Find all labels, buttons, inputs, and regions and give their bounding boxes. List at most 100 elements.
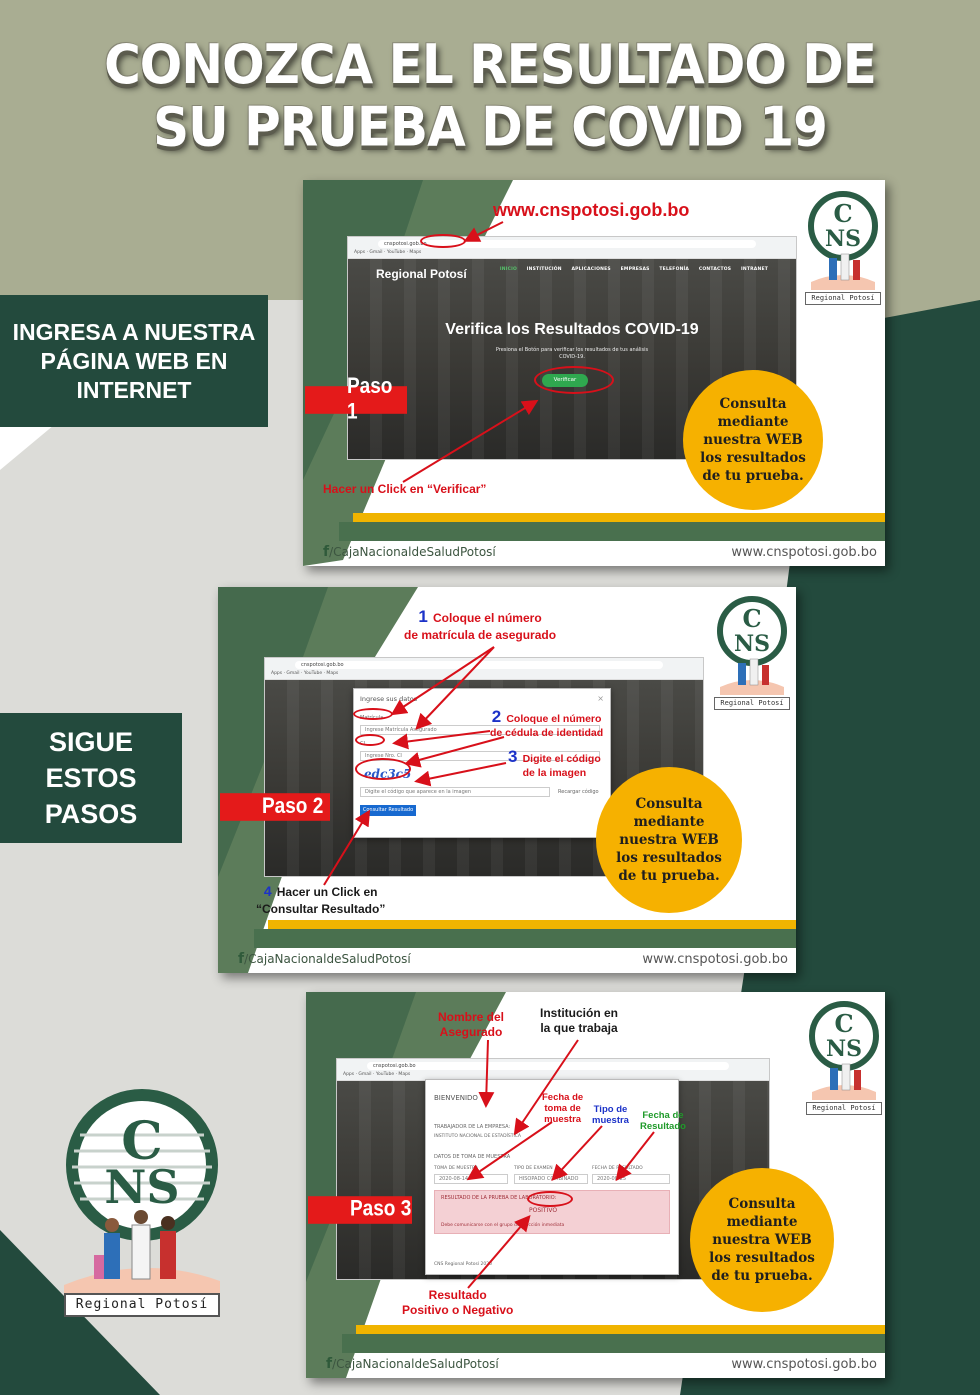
- hero-title: Verifica los Resultados COVID-19: [445, 321, 699, 338]
- side-label-web-line: INTERNET: [76, 376, 192, 403]
- empresa-value: INSTITUTO NACIONAL DE ESTADÍSTICA: [434, 1134, 522, 1139]
- site-nav: Regional Potosí INICIO INSTITUCIÓN APLIC…: [348, 259, 796, 281]
- note-text: Coloque el número: [432, 611, 542, 625]
- step3-label-text: Paso 3: [350, 1197, 412, 1222]
- note-tipo: Tipo de muestra: [592, 1104, 629, 1126]
- browser-toolbar: cnspotosi.gob.bo Apps · Gmail · YouTube …: [337, 1059, 769, 1081]
- callout-text: Consulta mediante nuestra WEB los result…: [616, 796, 722, 884]
- website-link[interactable]: www.cnspotosi.gob.bo: [731, 1357, 877, 1372]
- trabajador-label: TRABAJADOR DE LA EMPRESA:: [434, 1124, 511, 1130]
- bookmarks-bar: Apps · Gmail · YouTube · Maps: [343, 1072, 411, 1077]
- step2-label: Paso 2: [220, 793, 330, 821]
- click-note: Hacer un Click en “Verificar”: [323, 482, 487, 496]
- bookmarks-bar: Apps · Gmail · YouTube · Maps: [271, 671, 339, 676]
- footer-bar: [342, 1334, 885, 1353]
- side-label-steps: SIGUE ESTOS PASOS: [0, 713, 182, 843]
- highlight-oval: [355, 734, 385, 746]
- step2-label-text: Paso 2: [262, 794, 324, 819]
- side-label-web-line: INGRESA A NUESTRA: [12, 318, 256, 345]
- cns-logo-region: Regional Potosí: [806, 1102, 882, 1115]
- highlight-oval: [353, 708, 393, 720]
- facebook-text: /CajaNacionaldeSaludPotosí: [329, 545, 496, 559]
- hero-subtitle: Presiona el Botón para verificar los res…: [495, 347, 649, 360]
- callout-text: Consulta mediante nuestra WEB los result…: [700, 396, 806, 484]
- facebook-icon: f: [238, 951, 245, 967]
- side-label-steps-line: PASOS: [44, 799, 138, 829]
- menu-item-inicio[interactable]: INICIO: [499, 267, 517, 272]
- site-brand: Regional Potosí: [376, 267, 467, 281]
- cns-logo: C NS Regional Potosí: [805, 190, 881, 305]
- menu-item-intranet[interactable]: INTRANET: [741, 267, 768, 272]
- facebook-link[interactable]: f/CajaNacionaldeSaludPotosí: [326, 1356, 499, 1372]
- side-label-steps-line: SIGUE: [48, 727, 134, 757]
- address-bar[interactable]: cnspotosi.gob.bo: [367, 1062, 729, 1070]
- svg-text:C: C: [833, 199, 852, 228]
- facebook-link[interactable]: f/CajaNacionaldeSaludPotosí: [323, 544, 496, 560]
- note-text: Hacer un Click en: [276, 885, 378, 899]
- bienvenido-label: BIENVENIDO: [434, 1094, 478, 1102]
- cns-logo-icon: C NS: [717, 596, 787, 695]
- note-text: muestra: [544, 1114, 582, 1125]
- facebook-link[interactable]: f/CajaNacionaldeSaludPotosí: [238, 951, 411, 967]
- note-text: de la imagen: [522, 767, 587, 779]
- note-codigo: 3 Digite el código de la imagen: [508, 748, 601, 779]
- cns-logo-icon: C NS: [808, 191, 878, 290]
- side-label-web-line: PÁGINA WEB EN: [40, 347, 228, 374]
- cns-logo: C NS Regional Potosí: [806, 1000, 882, 1115]
- note-matricula: 1 Coloque el número de matrícula de aseg…: [404, 608, 557, 643]
- step1-label-text: Paso 1: [347, 374, 393, 425]
- website-link[interactable]: www.cnspotosi.gob.bo: [731, 545, 877, 560]
- tipo-value: HISOPADO COMBINADO: [514, 1174, 588, 1184]
- note-text: toma de: [544, 1103, 581, 1114]
- note-text: Resultado: [640, 1121, 686, 1132]
- captcha-input[interactable]: Digite el código que aparece en la image…: [360, 787, 550, 797]
- main-logo-region: Regional Potosí: [64, 1293, 220, 1317]
- facebook-text: /CajaNacionaldeSaludPotosí: [332, 1357, 499, 1371]
- address-bar[interactable]: cnspotosi.gob.bo: [295, 661, 663, 669]
- step3-slide: cnspotosi.gob.bo Apps · Gmail · YouTube …: [306, 992, 885, 1378]
- note-resultado: Resultado Positivo o Negativo: [402, 1288, 513, 1318]
- col-tipo: TIPO DE EXAMEN: [514, 1166, 553, 1171]
- note-text: Tipo de: [593, 1104, 628, 1115]
- note-text: Fecha de: [542, 1092, 584, 1103]
- reload-captcha-button[interactable]: Recargar código: [558, 789, 599, 795]
- poster-title: CONOZCA EL RESULTADO DE SU PRUEBA DE COV…: [0, 33, 980, 158]
- footer-bar: [268, 920, 796, 929]
- aviso-text: Debe comunicarse con el grupo de reacció…: [441, 1223, 565, 1228]
- address-bar[interactable]: cnspotosi.gob.bo: [378, 240, 756, 248]
- note-consultar: 4 Hacer un Click en “Consultar Resultado…: [256, 883, 385, 917]
- browser-toolbar: cnspotosi.gob.bo Apps · Gmail · YouTube …: [265, 658, 703, 680]
- highlight-oval: [355, 758, 411, 780]
- svg-text:NS: NS: [734, 631, 770, 657]
- side-label-steps-line: ESTOS: [45, 763, 137, 793]
- consultar-resultado-button[interactable]: Consultar Resultado: [360, 805, 416, 816]
- svg-text:NS: NS: [825, 226, 861, 252]
- note-text: Nombre del: [438, 1010, 505, 1024]
- facebook-text: /CajaNacionaldeSaludPotosí: [244, 952, 411, 966]
- menu-item-contactos[interactable]: CONTACTOS: [698, 267, 732, 272]
- step2-slide: cnspotosi.gob.bo Apps · Gmail · YouTube …: [218, 587, 796, 973]
- resultado-label: RESULTADO DE LA PRUEBA DE LABORATORIO:: [441, 1195, 557, 1201]
- svg-text:C: C: [834, 1009, 853, 1038]
- note-text: Fecha de: [642, 1110, 684, 1121]
- note-fecha-toma: Fecha de toma de muestra: [542, 1092, 583, 1125]
- cns-logo-icon: C NS: [809, 1001, 879, 1100]
- website-link[interactable]: www.cnspotosi.gob.bo: [642, 952, 788, 967]
- menu-item-empresas[interactable]: EMPRESAS: [620, 267, 650, 272]
- menu-item-telefonia[interactable]: TELEFONÍA: [659, 267, 690, 272]
- note-text: Coloque el número: [506, 713, 602, 725]
- note-number: 2: [491, 707, 502, 726]
- col-fecha: FECHA DE RESULTADO: [592, 1166, 643, 1171]
- facebook-icon: f: [326, 1356, 333, 1372]
- info-callout: Consulta mediante nuestra WEB los result…: [690, 1168, 834, 1312]
- modal-close-icon[interactable]: ×: [597, 694, 604, 703]
- note-text: de matrícula de asegurado: [404, 628, 557, 642]
- menu-item-institucion[interactable]: INSTITUCIÓN: [526, 267, 562, 272]
- modal-footer: CNS Regional Potosí 2020: [434, 1262, 492, 1267]
- title-line-1: CONOZCA EL RESULTADO DE: [104, 33, 877, 96]
- note-text: de cédula de identidad: [490, 727, 604, 739]
- note-ci: 2 Coloque el número de cédula de identid…: [490, 708, 604, 739]
- menu-item-aplicaciones[interactable]: APLICACIONES: [571, 267, 611, 272]
- bookmarks-bar: Apps · Gmail · YouTube · Maps: [354, 250, 422, 255]
- footer-bar: [353, 513, 885, 522]
